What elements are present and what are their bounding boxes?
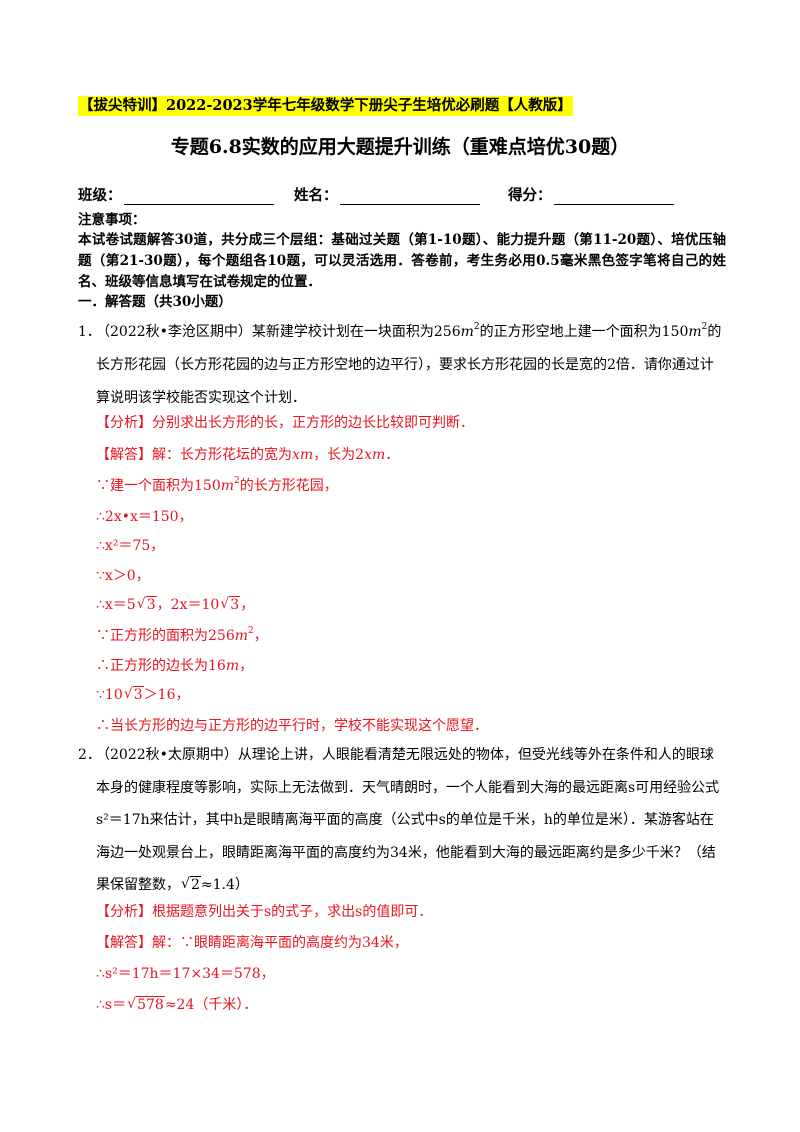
question-text: （2022秋•李沧区期中）某新建学校计划在一块面积为256m2的正方形空地上建一… — [96, 322, 722, 406]
notes-title: 注意事项： — [78, 212, 146, 228]
name-label: 姓名： — [294, 187, 338, 204]
name-field: 姓名： — [294, 184, 480, 205]
q1-solution-line: ∴正方形的边长为16m， — [96, 658, 254, 674]
question-number: 1． — [78, 324, 101, 340]
name-blank — [339, 188, 480, 205]
q2-solution-line: 【解答】解：∵眼睛距离海平面的高度约为34米， — [96, 935, 408, 951]
question-1: 1． （2022秋•李沧区期中）某新建学校计划在一块面积为256m2的正方形空地… — [78, 316, 726, 415]
series-banner: 【拔尖特训】2022-2023学年七年级数学下册尖子生培优必刷题【人教版】 — [78, 96, 573, 116]
q1-solution-line: ∴x²＝75， — [96, 538, 165, 554]
q2-solution-line: ∴s²＝17h＝17×34＝578， — [96, 966, 275, 982]
q2-analysis: 【分析】根据题意列出关于s的式子，求出s的值即可． — [96, 904, 433, 920]
sqrt-symbol: √578 — [127, 996, 165, 1013]
sqrt-symbol: √3 — [220, 596, 241, 613]
section-heading: 一．解答题（共30小题） — [78, 294, 232, 310]
question-text: （2022秋•太原期中）从理论上讲，人眼能看清楚无限远处的物体，但受光线等外在条… — [78, 739, 726, 902]
q1-solution-line: ∵10√3＞16， — [96, 686, 190, 703]
sqrt-symbol: √2 — [181, 876, 201, 893]
page-title: 专题6.8实数的应用大题提升训练（重难点培优30题） — [170, 136, 630, 158]
sqrt-symbol: √3 — [136, 596, 157, 613]
q2-solution-line: ∴s＝√578≈24（千米）． — [96, 996, 258, 1013]
q1-solution-line: ∴2x•x＝150， — [96, 509, 193, 525]
class-blank — [123, 188, 274, 205]
q1-solution-line: ∴x＝5√3，2x＝10√3， — [96, 596, 255, 613]
question-2: 2． （2022秋•太原期中）从理论上讲，人眼能看清楚无限远处的物体，但受光线等… — [78, 739, 726, 902]
q1-solution-line: ∵x＞0， — [96, 568, 150, 584]
notes-body: 本试卷试题解答30道，共分成三个层组：基础过关题（第1-10题）、能力提升题（第… — [78, 232, 726, 290]
score-blank — [553, 188, 674, 205]
student-info-row: 班级： 姓名： 得分： — [78, 184, 738, 206]
class-field: 班级： — [78, 184, 274, 205]
q1-solution-line: ∵建一个面积为150m2的长方形花园， — [96, 476, 338, 494]
q1-solution-line: 【解答】解：长方形花坛的宽为xm，长为2xm． — [96, 447, 400, 463]
score-label: 得分： — [508, 187, 552, 204]
q1-analysis: 【分析】分别求出长方形的长，正方形的边长比较即可判断． — [96, 415, 474, 431]
q1-solution-line: ∴当长方形的边与正方形的边平行时，学校不能实现这个愿望． — [96, 718, 488, 734]
score-field: 得分： — [508, 184, 674, 205]
class-label: 班级： — [78, 187, 122, 204]
q1-solution-line: ∵正方形的面积为256m2， — [96, 626, 268, 644]
sqrt-symbol: √3 — [123, 686, 144, 703]
question-number: 2． — [78, 747, 101, 763]
